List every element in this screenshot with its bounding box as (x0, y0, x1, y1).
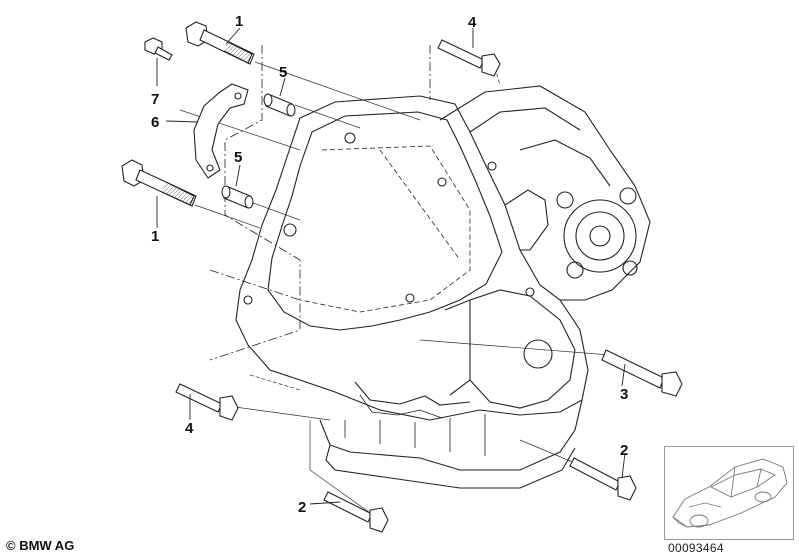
callout-2-right: 2 (620, 442, 628, 459)
screw-7 (144, 37, 173, 61)
callout-1-mid: 1 (151, 228, 159, 245)
vehicle-thumbnail (664, 446, 794, 540)
callout-5-lower: 5 (234, 149, 242, 166)
callout-5-upper: 5 (279, 64, 287, 81)
assembly-axis-lines (179, 61, 611, 521)
callout-leaders (156, 27, 626, 505)
callout-7: 7 (151, 91, 159, 108)
bolt-1-lower (121, 159, 197, 207)
callout-4-bottom: 4 (185, 420, 194, 437)
callout-1-top: 1 (235, 13, 243, 30)
callout-6: 6 (151, 114, 159, 131)
sleeve-5-lower (221, 185, 254, 209)
callout-2-bottom: 2 (298, 499, 306, 516)
bolt-2-right (569, 457, 637, 501)
bolt-1-upper (185, 21, 255, 65)
sleeve-5-upper (263, 93, 296, 117)
callout-3: 3 (620, 386, 628, 403)
car-silhouette-icon (672, 458, 788, 528)
bolt-4-upper (437, 39, 501, 77)
callout-labels: 1 7 6 1 5 5 4 4 3 2 2 (151, 13, 628, 516)
callout-4-top: 4 (468, 14, 477, 31)
bolt-3 (601, 349, 683, 397)
bolt-2-bottom (323, 491, 389, 533)
copyright-label: © BMW AG (6, 538, 75, 553)
transmission-housing (209, 45, 651, 489)
bolt-4-lower (175, 383, 239, 421)
bracket-6 (193, 83, 249, 179)
image-number: 00093464 (668, 541, 724, 555)
